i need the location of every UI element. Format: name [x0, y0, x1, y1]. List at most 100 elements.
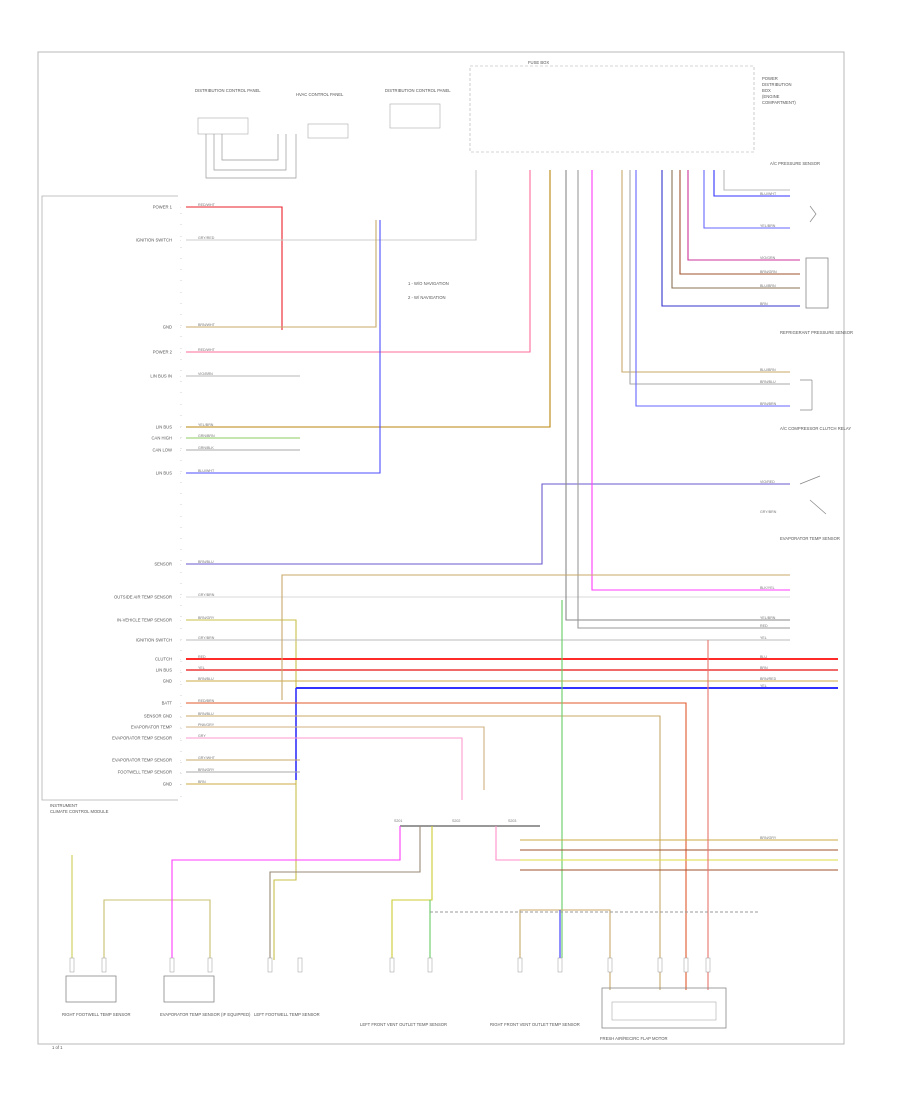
module-caption-line-1: INSTRUMENT [50, 803, 78, 808]
module-caption-line-2: CLIMATE CONTROL MODULE [50, 809, 109, 814]
left-footwell-label: LEFT FOOTWELL TEMP SENSOR [254, 1012, 320, 1017]
right-component-refrigerant-sensor: REFRIGERANT PRESSURE SENSOR [780, 257, 853, 335]
top-connector-right-body [389, 103, 441, 129]
pin-label: LIN BUS [156, 668, 172, 673]
pin-tick: ·· [180, 391, 182, 395]
right-vent-label: RIGHT FRONT VENT OUTLET TEMP SENSOR [490, 1022, 580, 1027]
right-wire-code: GRY/BRN [760, 510, 777, 514]
pin-tick: ·· [180, 727, 182, 731]
evap-bottom-label: EVAPORATOR TEMP SENSOR (IF EQUIPPED) [160, 1012, 251, 1017]
right-wire-code: VIO/RED [760, 480, 775, 484]
pin-tick: ·· [180, 302, 182, 306]
pin-label: IGNITION SWITCH [136, 238, 172, 243]
refrigerant-sensor-body [805, 257, 829, 309]
right-wire-code: BRN/BLU [760, 380, 776, 384]
pin-tick: ·· [180, 559, 182, 563]
refrigerant-sensor-label: REFRIGERANT PRESSURE SENSOR [780, 330, 853, 335]
pin-tick: ·· [180, 514, 182, 518]
right-wire-code: BLU [760, 655, 767, 659]
wire-bottom-3 [391, 826, 433, 960]
pin-number-mark: · [180, 759, 181, 763]
pin-label: POWER 1 [153, 205, 173, 210]
pin-number-mark: · [180, 596, 181, 600]
wire-fuse-8 [671, 170, 800, 289]
pin-number-mark: · [180, 351, 181, 355]
wire-evap-sensor [186, 737, 463, 800]
pin-number-mark: · [180, 426, 181, 430]
sensor-pin [267, 957, 273, 973]
pin-tick: ·· [180, 526, 182, 530]
fuse-side-line-4: (ENGINE [762, 94, 780, 99]
wire-evap-temp [186, 726, 485, 790]
note-1: 1 - W/O NAVIGATION [408, 281, 449, 286]
pin-number-mark: · [180, 702, 181, 706]
right-component-evap-sensor: EVAPORATOR TEMP SENSOR [780, 475, 840, 541]
pin-tick: ·· [180, 346, 182, 350]
wire-color-code: GRN/BLK [198, 446, 214, 450]
wire-in-vehicle [186, 619, 297, 960]
wire-fuse-12 [713, 170, 790, 197]
pin-tick: ·· [180, 447, 182, 451]
wire-color-code: GRY [198, 734, 206, 738]
sensor-pin [427, 957, 433, 973]
wire-bottom-magenta [171, 826, 401, 960]
sensor-pin [683, 957, 689, 973]
wire-color-code: GRY/BRN [198, 593, 215, 597]
bottom-component-flap-motor: FRESH AIR/RECIRC FLAP MOTOR [600, 987, 727, 1041]
wire-color-code: BRN/GRY [198, 616, 215, 620]
pin-tick: ·· [180, 761, 182, 765]
sensor-pin [207, 957, 213, 973]
top-connector-left-label: DISTRIBUTION CONTROL PANEL [195, 88, 261, 93]
pin-label: GND [163, 782, 172, 787]
flap-motor-body [601, 987, 727, 1029]
pin-label: FOOTWELL TEMP SENSOR [118, 770, 172, 775]
fuse-box-side-caption: POWER DISTRIBUTION BOX (ENGINE COMPARTME… [762, 76, 796, 105]
sensor-pin [69, 957, 75, 973]
pin-tick: ·· [180, 593, 182, 597]
right-component-clutch-relay: A/C COMPRESSOR CLUTCH RELAY [780, 379, 851, 431]
right-wire-code: BRN/RED [760, 677, 777, 681]
pin-number-mark: · [180, 658, 181, 662]
pin-label: GND [163, 325, 172, 330]
wire-bottom-1 [103, 899, 211, 960]
pin-tick: ·· [180, 257, 182, 261]
pin-tick: ·· [180, 234, 182, 238]
pin-tick: ·· [180, 212, 182, 216]
pin-tick: ·· [180, 290, 182, 294]
left-vent-label: LEFT FRONT VENT OUTLET TEMP SENSOR [360, 1022, 447, 1027]
sensor-pin [557, 957, 563, 973]
pin-number-mark: · [180, 239, 181, 243]
pin-tick: ·· [180, 548, 182, 552]
pin-tick: ·· [180, 582, 182, 586]
wire-color-code: GRY/RED [198, 236, 215, 240]
pin-label: EVAPORATOR TEMP SENSOR [112, 736, 172, 741]
wire-fuse-9 [679, 170, 800, 275]
right-wire-code: BRN [760, 302, 768, 306]
pin-tick: ·· [180, 537, 182, 541]
top-connector-left: DISTRIBUTION CONTROL PANEL [195, 88, 297, 179]
wire-lin-blue [186, 220, 381, 474]
pin-tick: ·· [180, 425, 182, 429]
sensor-pin [389, 957, 395, 973]
pin-tick: ·· [180, 671, 182, 675]
wire-fuse-11 [703, 170, 790, 229]
right-component-ac-pressure: A/C PRESSURE SENSOR [770, 161, 820, 223]
wire-color-code: BRN/BLU [198, 560, 214, 564]
pin-tick: ·· [180, 402, 182, 406]
wire-layer [71, 170, 838, 990]
fuse-side-line-3: BOX [762, 88, 771, 93]
sensor-pin [169, 957, 175, 973]
pin-label: GND [163, 679, 172, 684]
ac-pressure-symbol [809, 205, 817, 223]
wire-color-code: BRN [198, 780, 206, 784]
right-wire-code: BLU/BRN [760, 284, 776, 288]
pin-tick: ·· [180, 223, 182, 227]
evap-bottom-body [163, 975, 215, 1003]
pin-tick: ·· [180, 358, 182, 362]
wire-bottom-2 [269, 826, 421, 960]
pin-label: BATT [162, 701, 173, 706]
pin-label: SENSOR GND [144, 714, 172, 719]
fuse-box-outline [469, 65, 755, 153]
top-connector-middle-label: HVAC CONTROL PANEL [296, 92, 344, 97]
right-wire-code: BRN/GRY [760, 836, 777, 840]
